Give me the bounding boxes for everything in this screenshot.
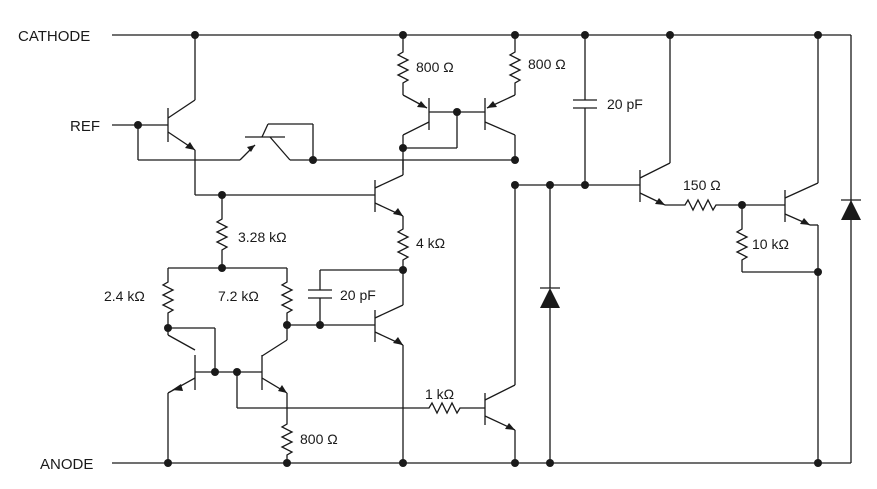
resistor-1k (425, 401, 485, 415)
output-transistor-1 (639, 35, 785, 212)
c-20pf-mid-label: 20 pF (340, 287, 376, 303)
r-7-2k-label: 7.2 kΩ (218, 288, 259, 304)
r-4k-label: 4 kΩ (416, 235, 445, 251)
r-800-right-label: 800 Ω (528, 56, 566, 72)
r-800-left-label: 800 Ω (416, 59, 454, 75)
lateral-transistor (239, 123, 515, 161)
diode-right (841, 199, 861, 220)
cathode-label: CATHODE (18, 28, 90, 45)
middle-transistor (195, 160, 409, 270)
r-2-4k-label: 2.4 kΩ (104, 288, 145, 304)
r-800-bottom-label: 800 Ω (300, 431, 338, 447)
diode-center (540, 185, 560, 463)
top-mirror (397, 35, 521, 170)
r-1k-label: 1 kΩ (425, 386, 454, 402)
capacitor-20pf-top (573, 35, 597, 185)
divider-resistors (162, 267, 293, 328)
ref-label: REF (70, 118, 100, 135)
bottom-mirror (167, 325, 425, 463)
r-150-label: 150 Ω (683, 177, 721, 193)
anode-label: ANODE (40, 456, 93, 473)
r-10k-label: 10 kΩ (752, 236, 789, 252)
output-transistor-2 (784, 35, 819, 463)
c-20pf-top-label: 20 pF (607, 96, 643, 112)
resistor-3-28k (216, 195, 228, 268)
capacitor-20pf-mid (287, 269, 403, 326)
junction-dots (134, 31, 822, 467)
ref-input-transistor (112, 35, 240, 195)
cathode-rail (112, 34, 852, 463)
driver-transistor (374, 270, 404, 463)
r-3-28k-label: 3.28 kΩ (238, 229, 287, 245)
lower-output-transistor (484, 185, 516, 463)
